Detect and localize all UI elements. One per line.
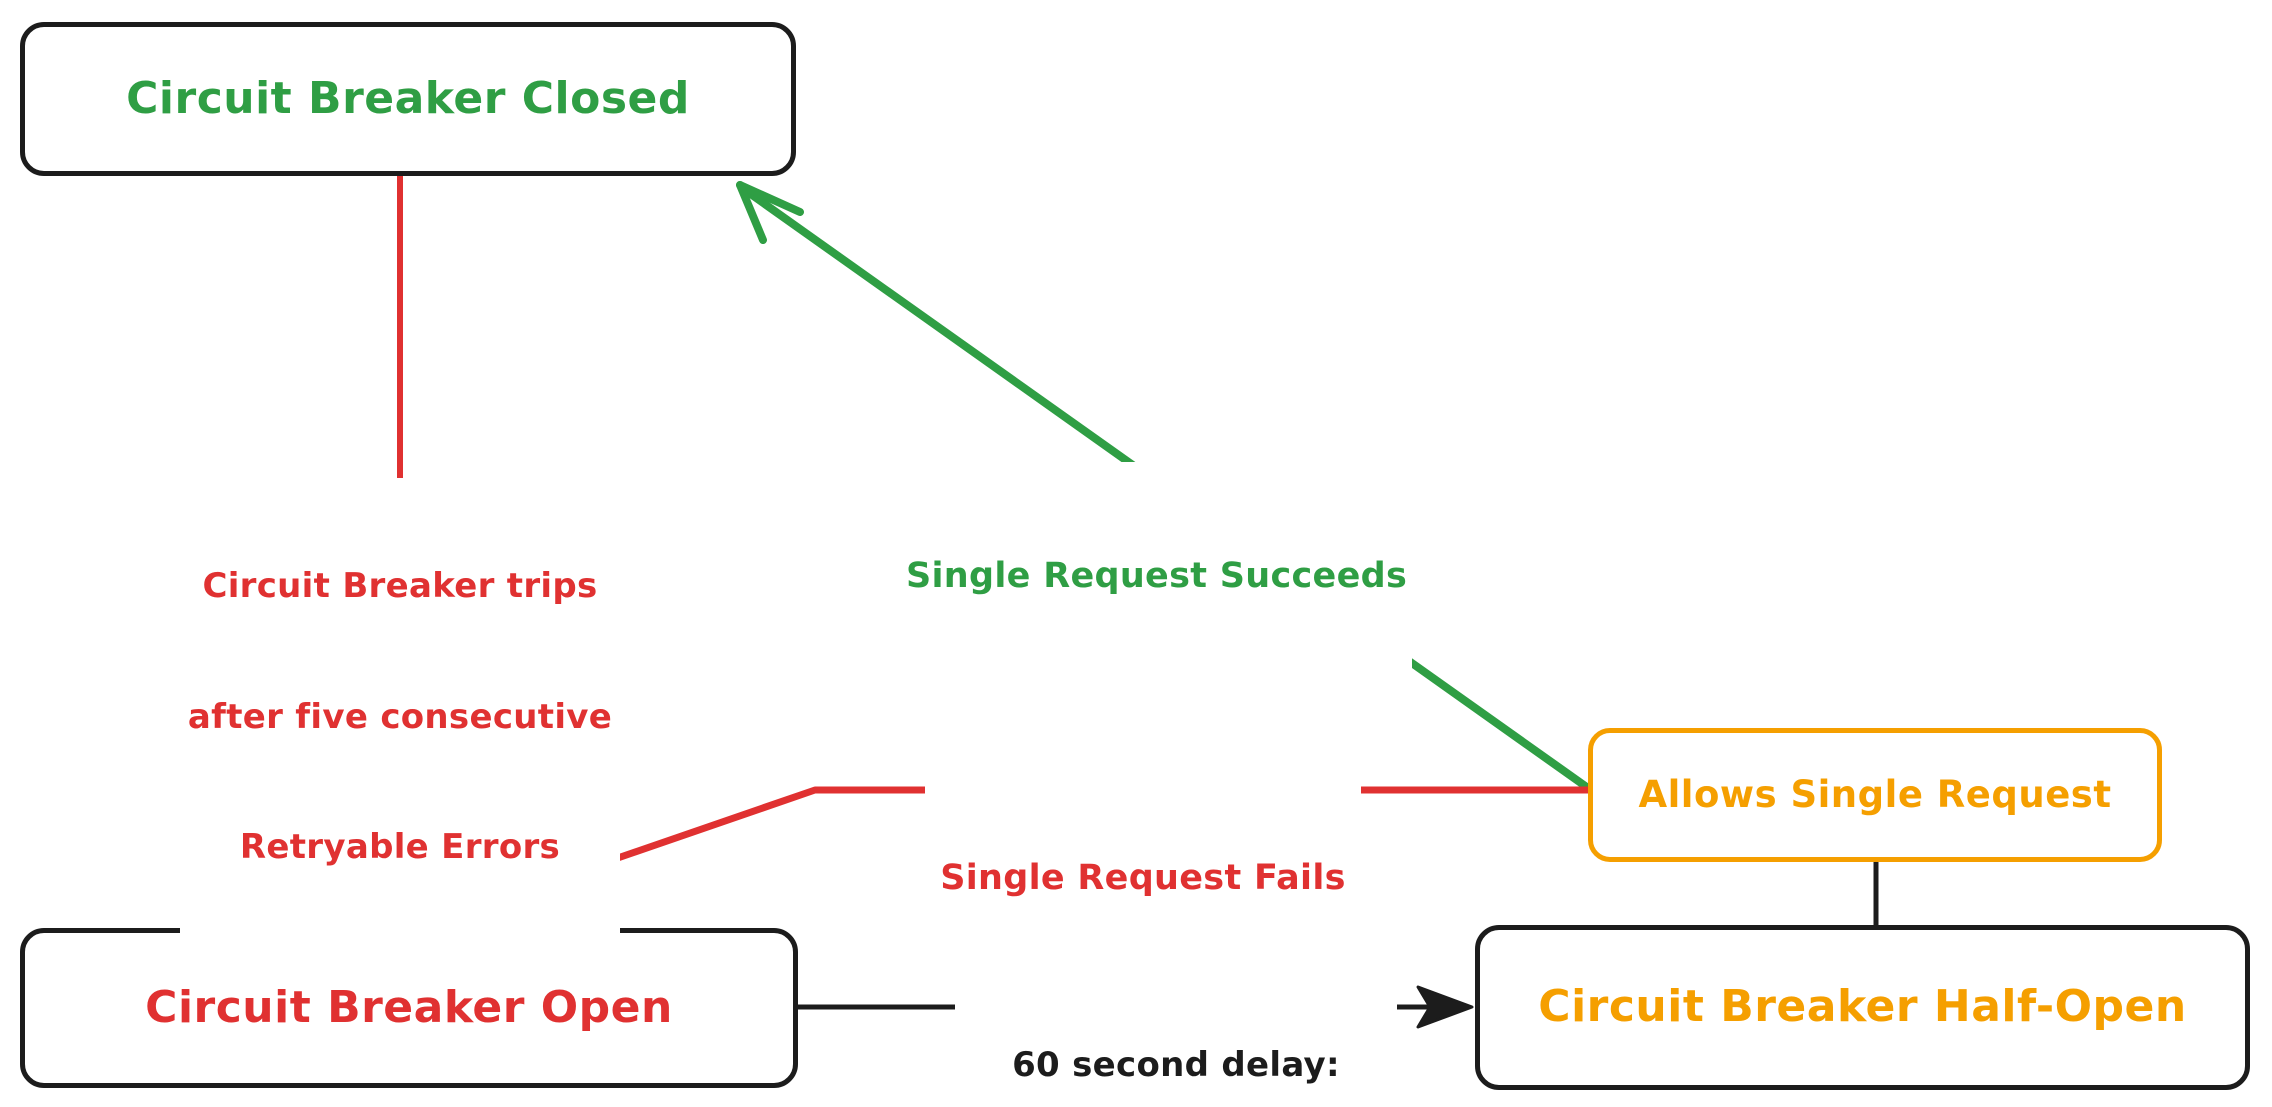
state-node-label: Circuit Breaker Closed (126, 72, 690, 124)
state-node-circuit-breaker-half-open[interactable]: Circuit Breaker Half-Open (1475, 925, 2250, 1090)
edge-label-closed-to-open: Circuit Breaker trips after five consecu… (180, 478, 620, 957)
state-node-circuit-breaker-closed[interactable]: Circuit Breaker Closed (20, 22, 796, 176)
edge-label-line: after five consecutive (187, 696, 613, 737)
edge-label-open-to-halfopen: 60 second delay: No requests allowed (955, 955, 1397, 1107)
state-node-allows-single-request[interactable]: Allows Single Request (1588, 728, 2162, 862)
state-node-label: Circuit Breaker Open (145, 981, 673, 1033)
edge-label-allows-to-closed: Single Request Succeeds (900, 462, 1412, 690)
edge-label-line: Circuit Breaker trips (202, 566, 598, 607)
state-node-circuit-breaker-open[interactable]: Circuit Breaker Open (20, 928, 798, 1088)
edge-label-line: Single Request Succeeds (906, 555, 1408, 596)
edge-label-line: Single Request Fails (940, 857, 1346, 898)
edge-label-line: 60 second delay: (1012, 1045, 1340, 1086)
edge-label-line: Retryable Errors (239, 827, 561, 868)
state-node-label: Allows Single Request (1638, 772, 2112, 816)
state-node-label: Circuit Breaker Half-Open (1538, 981, 2187, 1033)
